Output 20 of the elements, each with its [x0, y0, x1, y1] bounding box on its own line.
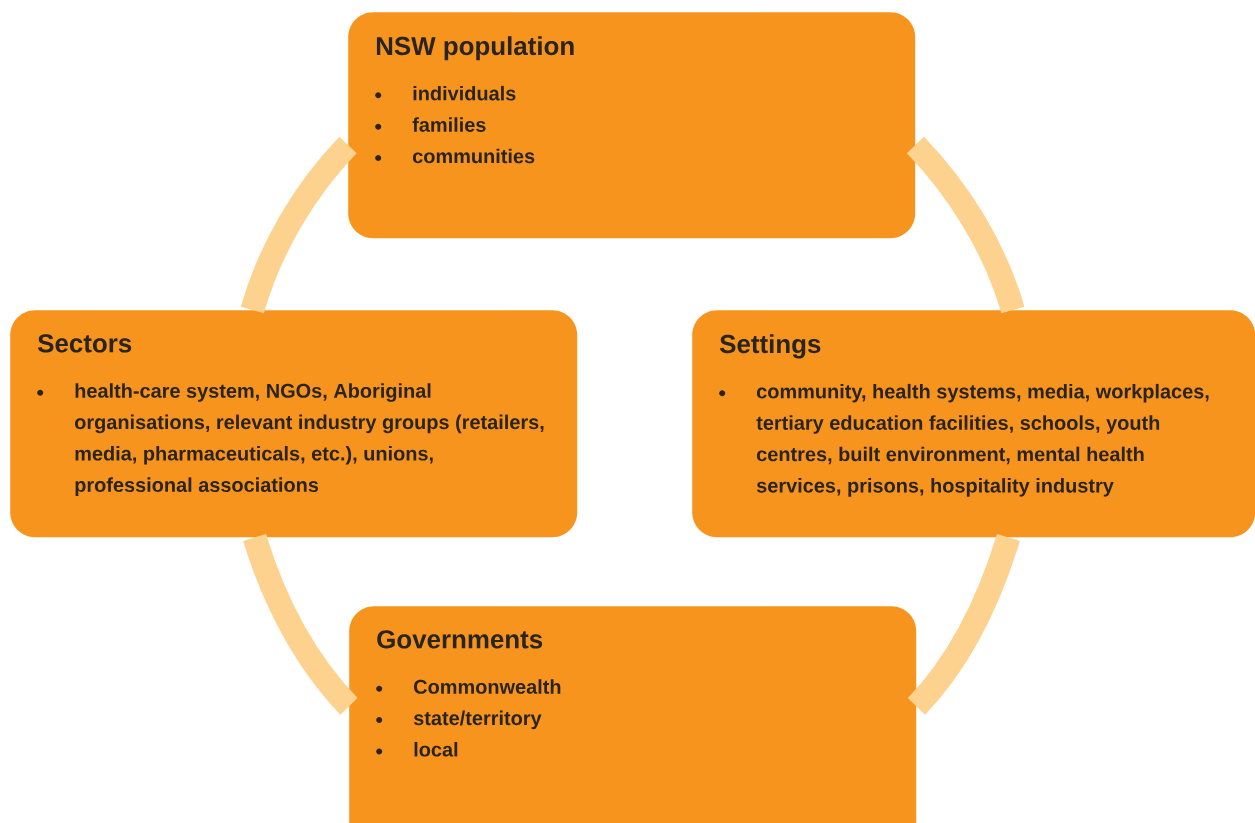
category-box — [10, 310, 578, 538]
category-box — [692, 310, 1255, 538]
bullet-item: families — [375, 117, 486, 132]
ring-arc — [907, 533, 1020, 715]
bullet-item: state/territory — [376, 710, 542, 730]
bullet-item: communities — [375, 148, 535, 164]
category-box — [349, 606, 917, 823]
category-box — [348, 12, 916, 239]
bullet-item: health-care system, NGOs, Aboriginal organisations, relevant industry groups (retailers, media, pharmaceuticals, etc.), unions, professional associations — [37, 383, 544, 496]
ring-arc — [243, 533, 358, 715]
bullet-item: Commonwealth — [376, 679, 561, 694]
bullet-item: individuals — [375, 85, 516, 101]
ring-arc — [240, 136, 357, 314]
box-heading: Governments — [377, 630, 543, 649]
box-heading: Settings — [719, 334, 821, 359]
bullet-item: community, health systems, media, workplaces, tertiary education facilities, schools, youth centres, built environment, mental health services, prisons, hospitality industry — [719, 383, 1209, 497]
bullet-item: local — [376, 742, 458, 757]
box-heading: NSW population — [376, 36, 574, 61]
box-heading: Sectors — [37, 334, 132, 353]
ring-arc — [906, 136, 1025, 314]
